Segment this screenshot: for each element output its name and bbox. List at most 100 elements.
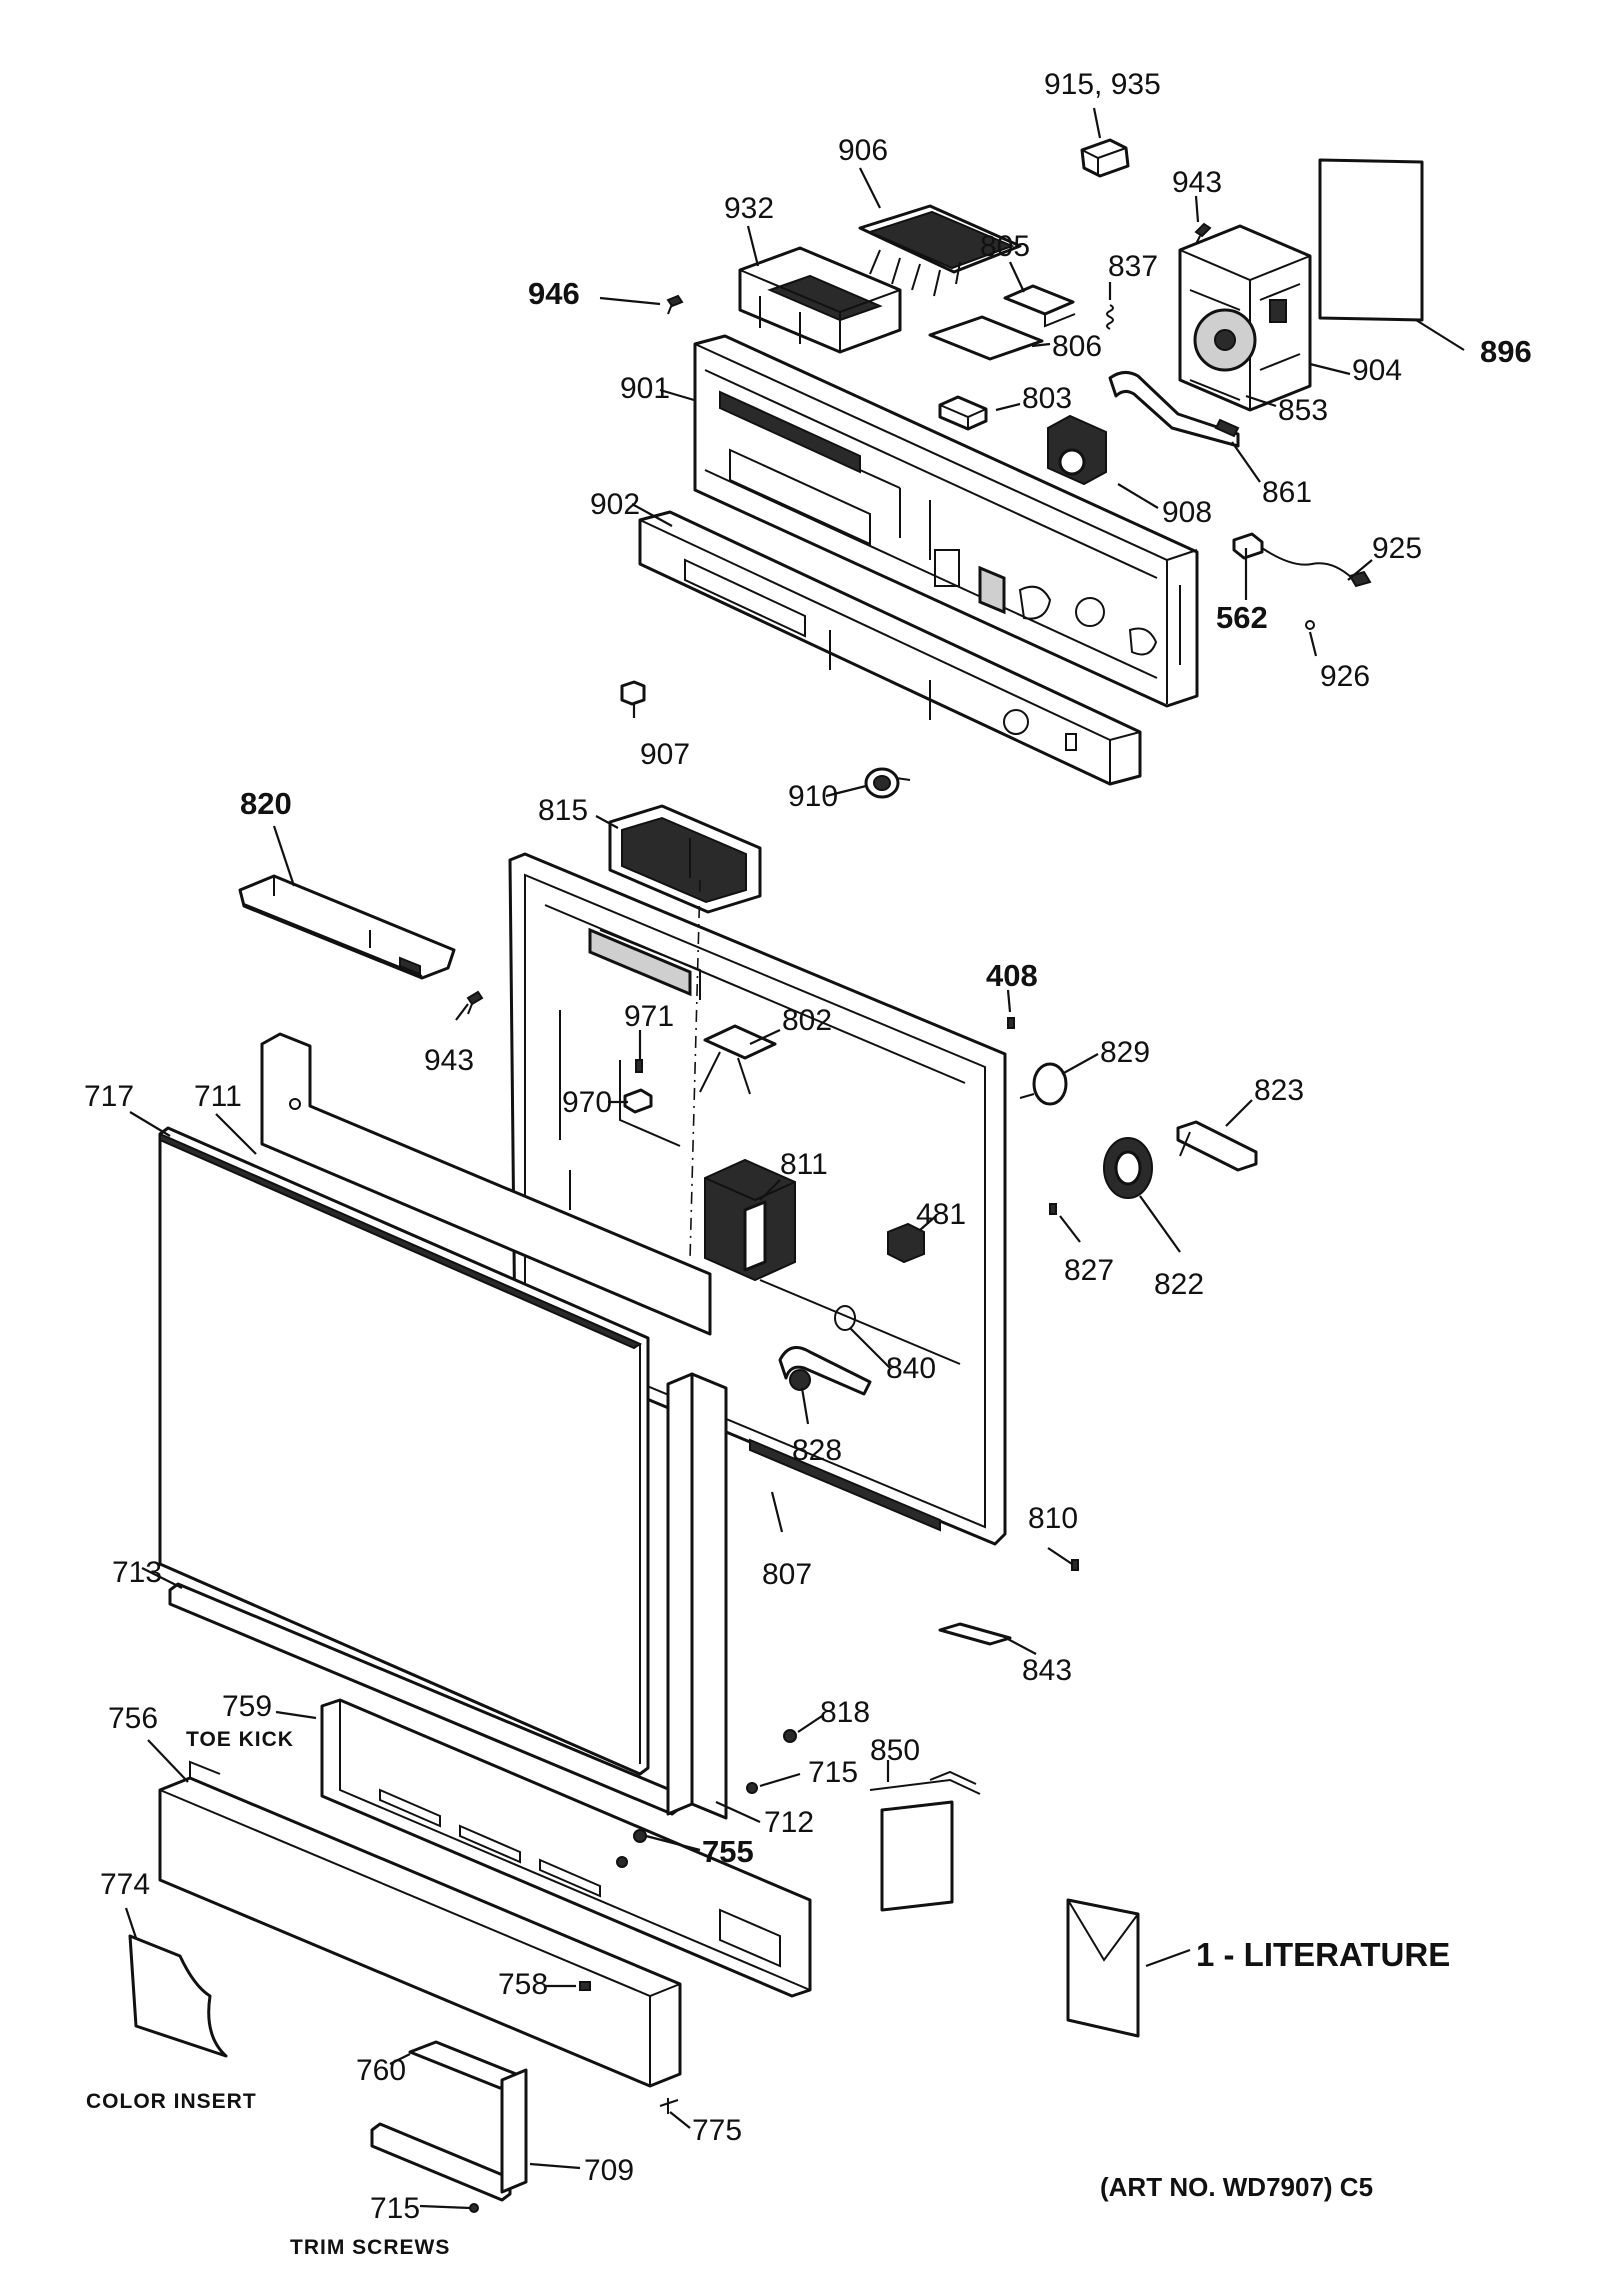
part-910-knob xyxy=(864,767,911,799)
part-481-cup xyxy=(887,1222,925,1264)
label-756: 756 xyxy=(108,1702,158,1735)
part-1-literature-envelope xyxy=(1066,1898,1140,2038)
part-810-screw xyxy=(1071,1559,1079,1571)
label-840: 840 xyxy=(886,1352,936,1385)
label-943-mid: 943 xyxy=(424,1044,474,1077)
label-774: 774 xyxy=(100,1868,150,1901)
label-711: 711 xyxy=(194,1080,242,1113)
part-943-screw-mid xyxy=(466,990,484,1015)
label-829: 829 xyxy=(1100,1036,1150,1069)
label-925: 925 xyxy=(1372,532,1422,565)
label-837: 837 xyxy=(1108,250,1158,283)
label-861: 861 xyxy=(1262,476,1312,509)
label-717: 717 xyxy=(84,1080,134,1113)
label-902: 902 xyxy=(590,488,640,521)
label-562: 562 xyxy=(1216,600,1268,635)
label-843: 843 xyxy=(1022,1654,1072,1687)
part-712-side-trim xyxy=(666,1372,728,1820)
label-823: 823 xyxy=(1254,1074,1304,1107)
part-756-kickplate xyxy=(158,1760,682,2088)
label-926: 926 xyxy=(1320,660,1370,693)
part-715-trim-screw xyxy=(469,2203,479,2213)
part-806-sheet xyxy=(928,315,1044,361)
part-926-washer xyxy=(1305,620,1315,630)
label-896: 896 xyxy=(1480,334,1532,369)
leader-lines xyxy=(124,107,1465,2210)
part-907-button xyxy=(620,680,646,706)
label-713: 713 xyxy=(112,1556,162,1589)
label-932: 932 xyxy=(724,192,774,225)
part-758-screw xyxy=(579,1981,591,1991)
part-labels: 915, 935 906 943 896 932 805 837 946 806… xyxy=(84,68,1532,2225)
caption-toe-kick: TOE KICK xyxy=(186,1728,294,1751)
label-715-trim: 715 xyxy=(370,2192,420,2225)
label-850: 850 xyxy=(870,1734,920,1767)
part-755-screw xyxy=(633,1829,647,1843)
label-915: 915, 935 xyxy=(1044,68,1161,101)
part-946-screw xyxy=(666,294,684,315)
label-910: 910 xyxy=(788,780,838,813)
part-971-screw xyxy=(635,1059,643,1073)
label-907: 907 xyxy=(640,738,690,771)
part-802-valve xyxy=(699,1024,777,1095)
part-408-screw xyxy=(1007,1017,1015,1029)
label-806: 806 xyxy=(1052,330,1102,363)
label-759: 759 xyxy=(222,1690,272,1723)
part-901-control-panel xyxy=(693,334,1199,708)
art-number: (ART NO. WD7907) C5 xyxy=(1100,2172,1373,2202)
part-902-front-panel xyxy=(638,510,1142,786)
part-823-arm xyxy=(1176,1120,1258,1172)
label-709: 709 xyxy=(584,2154,634,2187)
part-970-plug xyxy=(623,1088,653,1114)
part-829-knob xyxy=(1019,1062,1068,1106)
part-853-861-lever xyxy=(1108,371,1240,448)
part-822-gear xyxy=(1103,1137,1153,1199)
label-906: 906 xyxy=(838,134,888,167)
label-758: 758 xyxy=(498,1968,548,2001)
part-803-switch xyxy=(938,395,988,431)
label-853: 853 xyxy=(1278,394,1328,427)
label-803: 803 xyxy=(1022,382,1072,415)
label-970: 970 xyxy=(562,1086,612,1119)
caption-trim-screws: TRIM SCREWS xyxy=(290,2236,450,2259)
label-827: 827 xyxy=(1064,1254,1114,1287)
part-837-spring xyxy=(1106,304,1114,330)
label-805: 805 xyxy=(980,230,1030,263)
label-908: 908 xyxy=(1162,496,1212,529)
part-828-lever xyxy=(778,1346,872,1396)
part-850-bracket xyxy=(869,1770,981,1912)
label-818: 818 xyxy=(820,1696,870,1729)
part-915-knob xyxy=(1080,138,1130,178)
part-840-spring xyxy=(834,1305,856,1331)
label-literature: 1 - LITERATURE xyxy=(1196,1936,1450,1973)
label-971: 971 xyxy=(624,1000,674,1033)
label-904: 904 xyxy=(1352,354,1402,387)
part-709-channel xyxy=(370,2068,528,2202)
part-715-screw-mid xyxy=(746,1782,758,1794)
label-946: 946 xyxy=(528,276,580,311)
label-828: 828 xyxy=(792,1434,842,1467)
label-760: 760 xyxy=(356,2054,406,2087)
part-811-dispenser xyxy=(704,1158,796,1282)
label-901: 901 xyxy=(620,372,670,405)
label-408: 408 xyxy=(986,958,1038,993)
label-822: 822 xyxy=(1154,1268,1204,1301)
label-775: 775 xyxy=(692,2114,742,2147)
label-810: 810 xyxy=(1028,1502,1078,1535)
part-896-card xyxy=(1318,158,1424,322)
label-815: 815 xyxy=(538,794,588,827)
part-774-color-insert xyxy=(128,1934,228,2058)
part-932-bracket xyxy=(738,246,902,354)
part-805-clip xyxy=(1003,284,1076,328)
part-906-board xyxy=(858,204,1022,297)
label-481: 481 xyxy=(916,1198,966,1231)
label-820: 820 xyxy=(240,786,292,821)
part-818-screw xyxy=(783,1729,797,1743)
part-820-handle xyxy=(238,874,456,980)
part-908-switch xyxy=(1047,414,1107,486)
label-712: 712 xyxy=(764,1806,814,1839)
part-827-screw xyxy=(1049,1203,1057,1215)
part-815-vent xyxy=(608,804,762,914)
label-715-mid: 715 xyxy=(808,1756,858,1789)
